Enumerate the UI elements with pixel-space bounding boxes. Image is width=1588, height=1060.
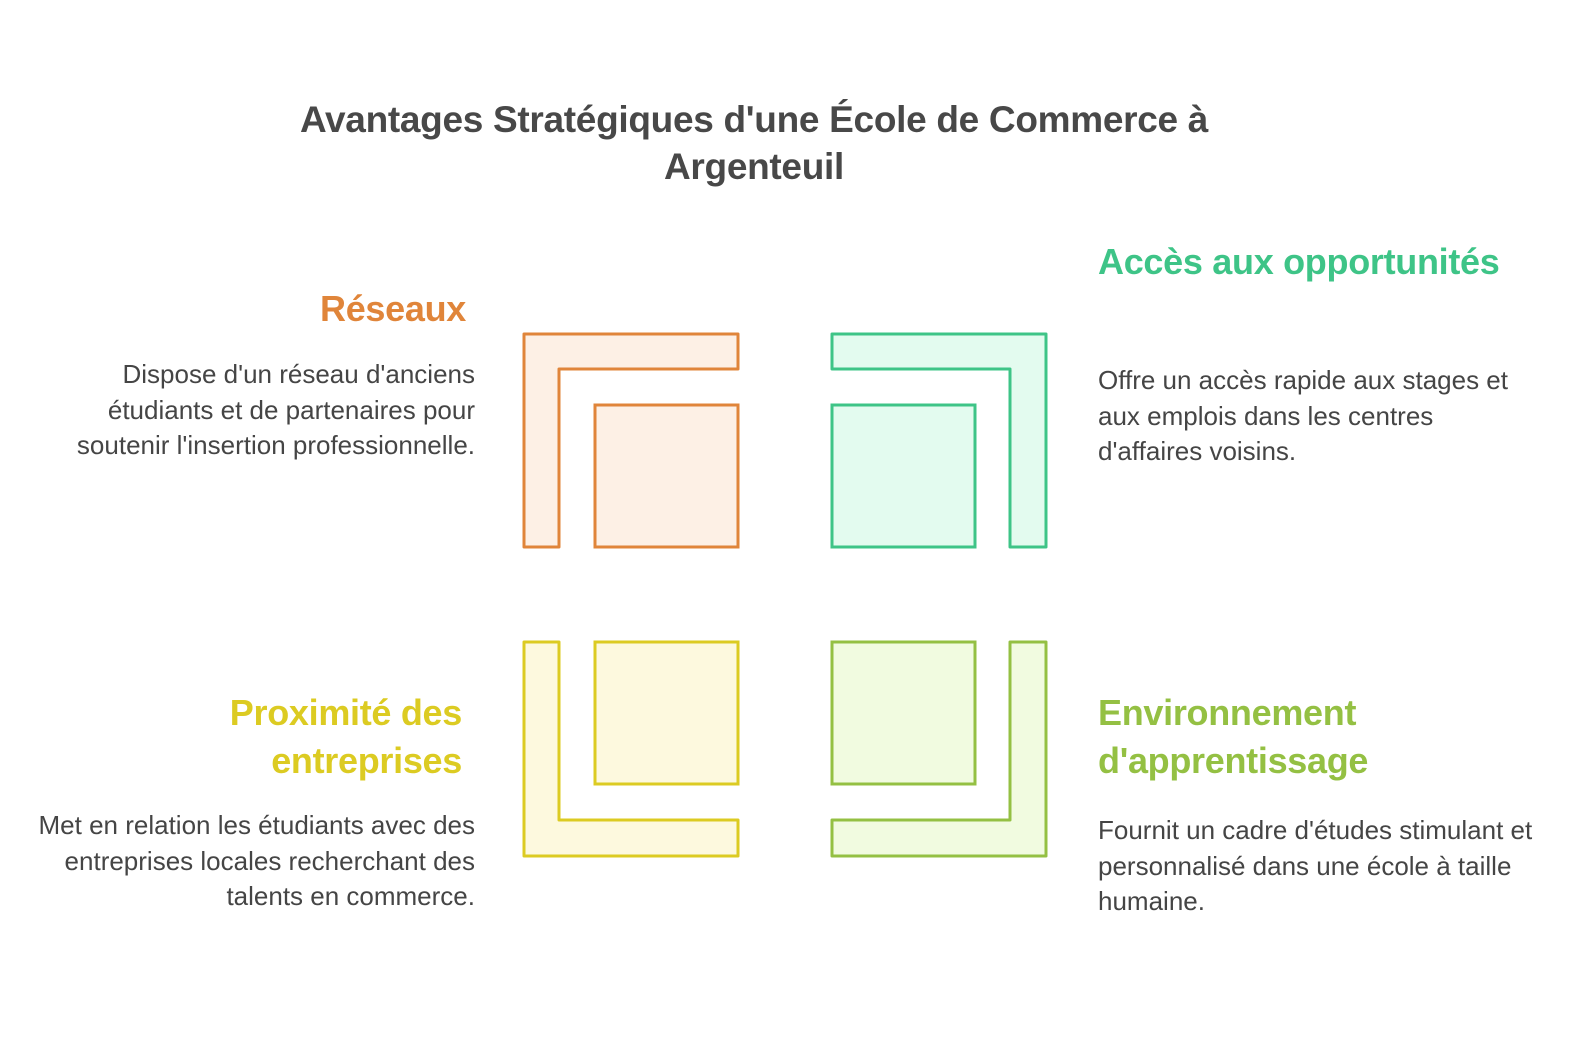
quadrant-acces: [830, 332, 1048, 549]
description-reseaux: Dispose d'un réseau d'anciens étudiants …: [76, 359, 475, 460]
description-proximite: Met en relation les étudiants avec des e…: [38, 810, 475, 911]
description-environnement: Fournit un cadre d'études stimulant et p…: [1098, 815, 1533, 916]
acces-inner-square: [830, 403, 977, 549]
proximite-inner-square: [593, 640, 740, 786]
heading-acces: Accès aux opportunités: [1098, 241, 1500, 282]
acces-frame-shape: [830, 332, 1048, 549]
diagram-title: Avantages Stratégiques d'une École de Co…: [299, 99, 1209, 187]
quadrant-environnement: [830, 640, 1048, 858]
environnement-frame-shape: [830, 640, 1048, 858]
reseaux-inner-square: [593, 403, 740, 549]
proximite-frame-shape: [522, 640, 740, 858]
quadrant-proximite: [522, 640, 740, 858]
heading-reseaux: Réseaux: [320, 288, 466, 329]
description-acces: Offre un accès rapide aux stages et aux …: [1098, 365, 1508, 466]
quadrant-reseaux: [522, 332, 740, 549]
heading-environnement: Environnement d'apprentissage: [1098, 692, 1369, 781]
environnement-inner-square: [830, 640, 977, 786]
reseaux-frame-shape: [522, 332, 740, 549]
heading-proximite: Proximité des entreprises: [229, 692, 463, 781]
